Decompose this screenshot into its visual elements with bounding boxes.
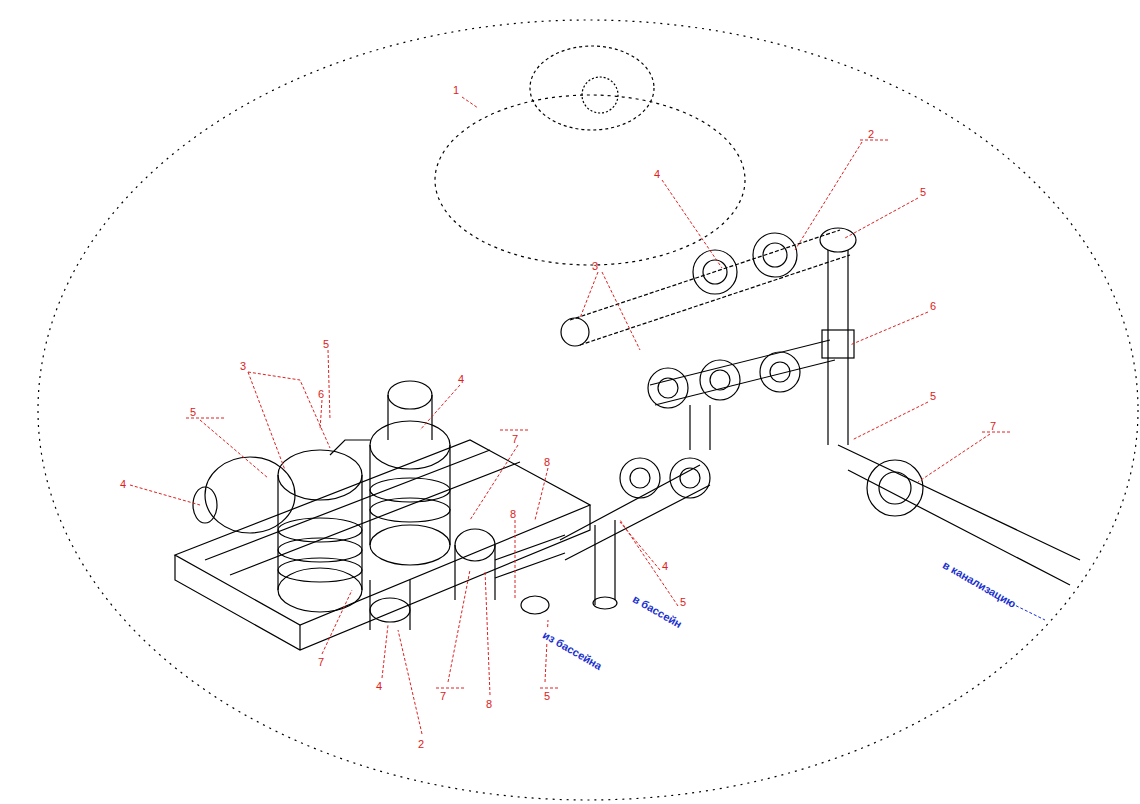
callout-number: 4: [654, 168, 660, 180]
flow-direction-label: в канализацию: [940, 558, 1019, 611]
callout-number: 6: [318, 388, 324, 400]
boundary-ellipse: [38, 20, 1138, 800]
flow-direction-label: в бассейн: [630, 592, 685, 631]
callout-number: 4: [120, 478, 126, 490]
callout-number: 2: [868, 128, 874, 140]
callout-number: 8: [510, 508, 516, 520]
callout-number: 2: [418, 738, 424, 750]
callout-number: 8: [486, 698, 492, 710]
callout-number: 5: [920, 186, 926, 198]
flow-direction-label: из бассейна: [540, 628, 605, 672]
callout-number: 1: [453, 84, 459, 96]
callout-number: 8: [544, 456, 550, 468]
callout-number: 7: [990, 420, 996, 432]
callout-number: 6: [930, 300, 936, 312]
tank-outline: [435, 95, 745, 265]
callout-number: 5: [930, 390, 936, 402]
callout-number: 3: [592, 260, 598, 272]
callout-number: 5: [680, 596, 686, 608]
callout-number: 4: [662, 560, 668, 572]
callout-number: 4: [376, 680, 382, 692]
callout-number: 5: [190, 406, 196, 418]
callout-number: 7: [440, 690, 446, 702]
callout-number: 4: [458, 373, 464, 385]
callout-number: 7: [512, 433, 518, 445]
callout-number: 7: [318, 656, 324, 668]
callout-number: 5: [544, 690, 550, 702]
callout-number: 3: [240, 360, 246, 372]
callout-number: 5: [323, 338, 329, 350]
tank-hatch: [530, 46, 654, 130]
